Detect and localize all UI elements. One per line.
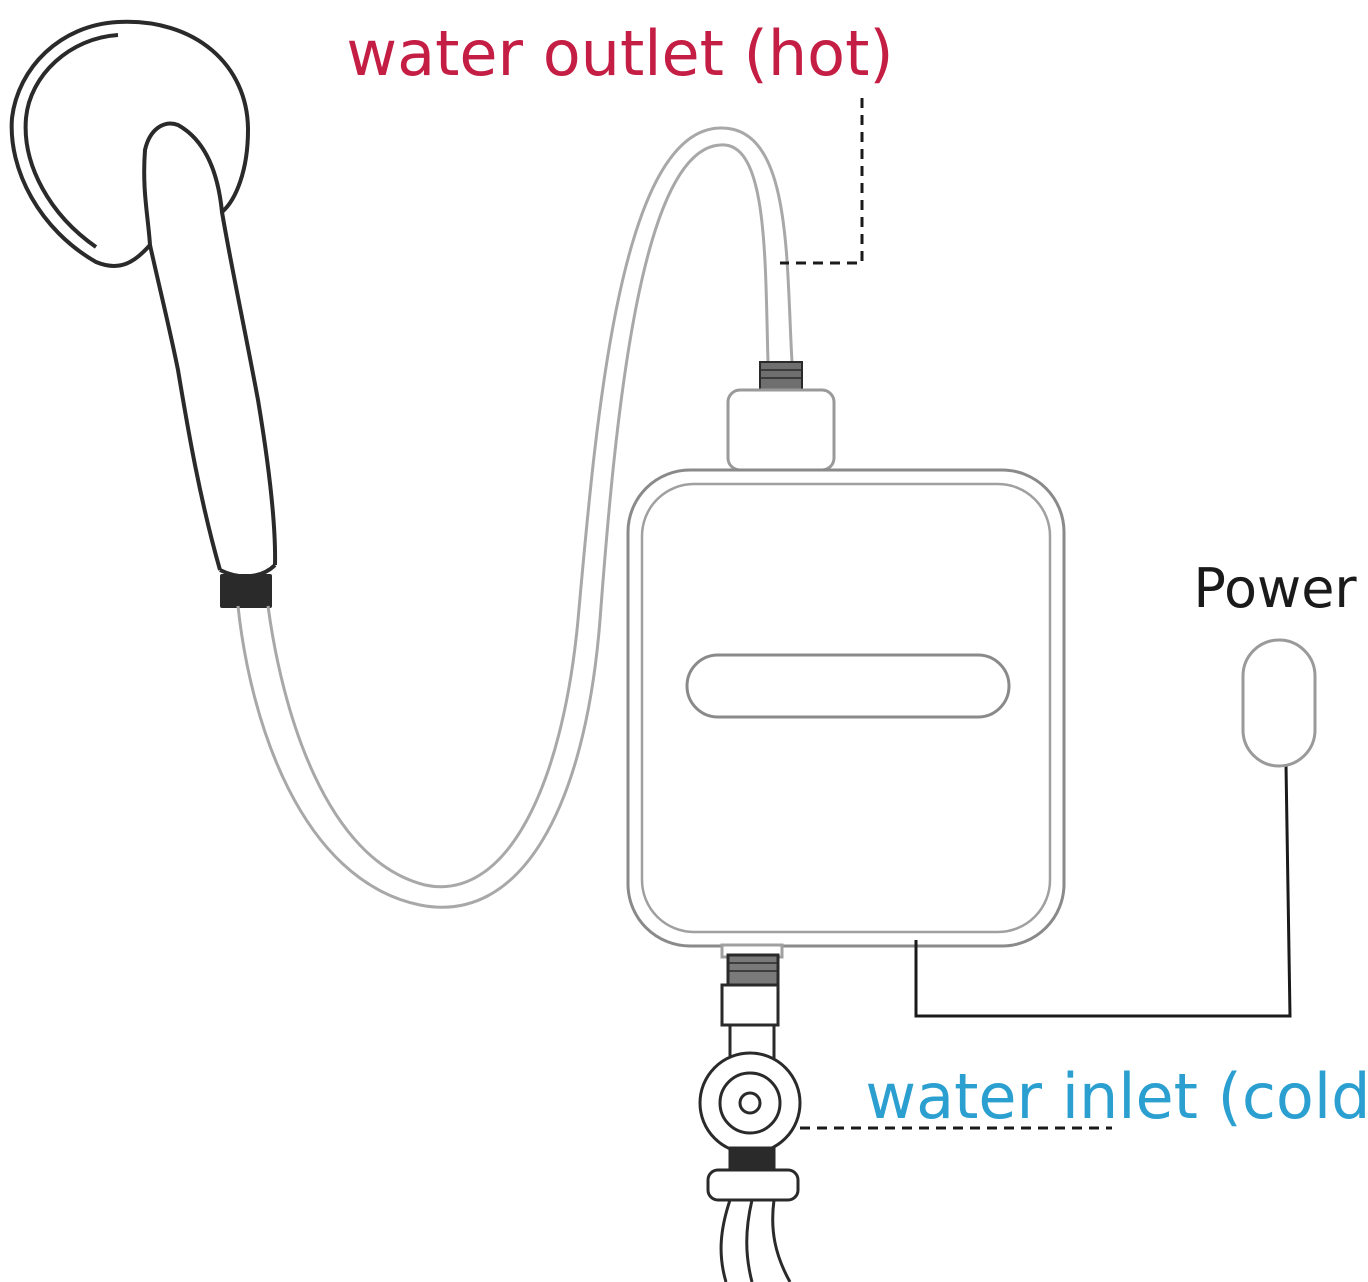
water-heater-icon bbox=[626, 468, 1066, 948]
shower-hose bbox=[236, 126, 794, 909]
outlet-connector bbox=[726, 361, 836, 472]
power-cord bbox=[914, 764, 1292, 1018]
power-plug-icon bbox=[1241, 638, 1317, 768]
outlet-leader-line bbox=[780, 98, 864, 265]
valve-icon bbox=[698, 943, 802, 1282]
water-inlet-label: water inlet (cold) bbox=[865, 1060, 1368, 1133]
water-outlet-label: water outlet (hot) bbox=[346, 17, 893, 90]
power-label: Power bbox=[1193, 557, 1357, 620]
shower-head-icon bbox=[9, 19, 278, 608]
